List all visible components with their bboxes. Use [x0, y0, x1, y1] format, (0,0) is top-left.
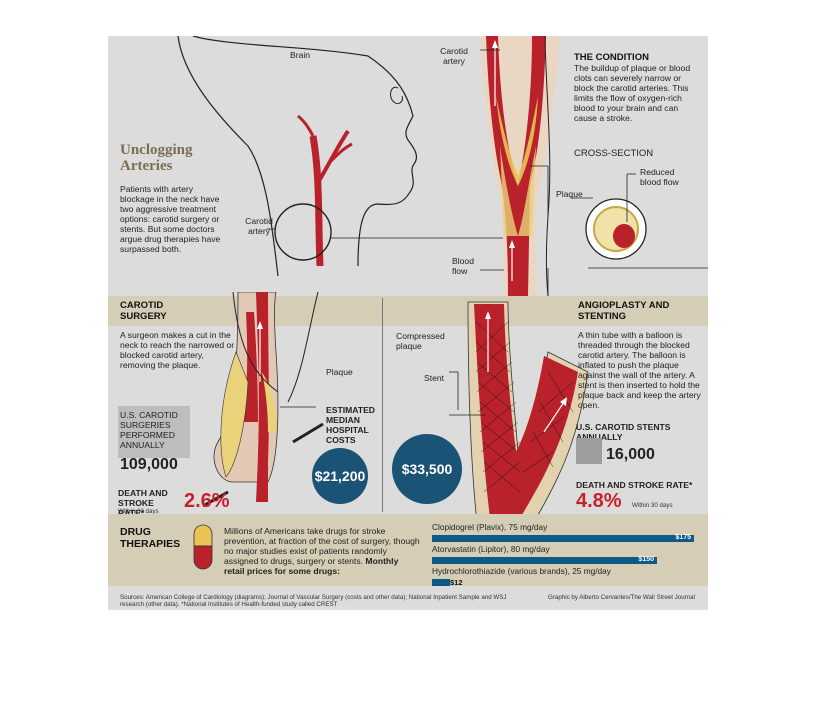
drug-title: DRUG THERAPIES [120, 526, 181, 550]
surgery-risk-note: Within 30 days [118, 508, 159, 515]
stent-label: Stent [424, 373, 445, 383]
surgery-risk-label: DEATH AND STROKE RATE* [118, 488, 168, 518]
stent-artery-illustration [467, 301, 589, 522]
cross-section-title: CROSS-SECTION [574, 148, 654, 159]
surgery-risk-value: 2.6% [184, 490, 230, 512]
surgery-count-value: 109,000 [120, 456, 178, 473]
drug-price-value-0: $175 [675, 534, 691, 541]
stenting-body: A thin tube with a balloon is threaded t… [578, 330, 701, 410]
compressed-plaque-label: Compressed plaque [396, 331, 445, 351]
surgery-count-label: U.S. CAROTID SURGERIES PERFORMED ANNUALL… [120, 410, 178, 450]
costs-label: ESTIMATED MEDIAN HOSPITAL COSTS [326, 405, 376, 445]
stent-count-box [576, 438, 602, 464]
stent-risk-label: DEATH AND STROKE RATE* [576, 480, 693, 490]
condition-body: The buildup of plaque or blood clots can… [574, 63, 691, 123]
sources-note: Sources: American College of Cardiology … [120, 594, 507, 609]
surgery-cost-circle: $21,200 [312, 448, 368, 504]
stenting-title: ANGIOPLASTY AND STENTING [578, 300, 670, 322]
carotid-artery-label-neck: Carotid artery [245, 216, 273, 236]
drug-category-label-0: Clopidogrel (Plavix), 75 mg/day [432, 522, 548, 532]
pill-icon [193, 524, 213, 570]
drug-body-bold: Monthly retail prices for some drugs: [224, 556, 399, 576]
intro-title: Unclogging Arteries [120, 142, 193, 174]
intro-body: Patients with artery blockage in the nec… [120, 184, 221, 254]
reduced-blood-flow-label: Reduced blood flow [640, 167, 679, 187]
back-of-neck-outline [177, 36, 279, 277]
head-carotid-artery [297, 114, 353, 267]
cross-section-illustration [585, 198, 647, 260]
graphic-credit: Graphic by Alberto Cervantes/The Wall St… [548, 594, 695, 601]
stent-risk-note: Within 30 days [632, 502, 673, 509]
stent-risk-value: 4.8% [576, 490, 622, 512]
face-outline [192, 36, 418, 267]
head-illustration [177, 36, 708, 296]
section-divider [382, 298, 383, 512]
drug-category-label-1: Atorvastatin (Lipitor), 80 mg/day [432, 544, 550, 554]
drug-body: Millions of Americans take drugs for str… [224, 526, 420, 566]
blood-flow-label: Blood flow [452, 256, 474, 276]
stent-count-value: 16,000 [606, 446, 655, 463]
plaque-label-top: Plaque [556, 189, 583, 199]
surgery-body: A surgeon makes a cut in the neck to rea… [120, 330, 235, 370]
carotid-artery-label-main: Carotid artery [440, 46, 468, 66]
drug-text: Millions of Americans take drugs for str… [224, 526, 420, 576]
neck-magnifier-circle [274, 203, 332, 261]
surgery-artery-illustration [202, 292, 324, 508]
treatment-illustrations [202, 292, 589, 522]
drug-price-value-1: $150 [638, 556, 654, 563]
stent-cost-circle: $33,500 [392, 434, 462, 504]
condition-title: THE CONDITION [574, 52, 649, 63]
treatment-header-band [108, 296, 708, 326]
brain-label: Brain [290, 50, 311, 60]
drug-price-bar-2 [432, 579, 450, 586]
surgery-plaque-label: Plaque [326, 367, 353, 377]
surgery-count-box [118, 406, 190, 458]
drug-category-label-2: Hydrochlorothiazide (various brands), 25… [432, 566, 611, 576]
drug-price-bar-0: $175 [432, 534, 694, 542]
drug-price-bar-1: $150 [432, 556, 657, 564]
drug-price-chart: Clopidogrel (Plavix), 75 mg/day $175 Ato… [430, 520, 700, 587]
drug-price-value-2: $12 [450, 578, 463, 587]
infographic-poster: Unclogging Arteries Patients with artery… [108, 36, 708, 610]
ear-outline [390, 86, 403, 105]
surgery-title: CAROTID SURGERY [120, 300, 167, 322]
stent-count-label: U.S. CAROTID STENTS ANNUALLY [576, 422, 671, 442]
